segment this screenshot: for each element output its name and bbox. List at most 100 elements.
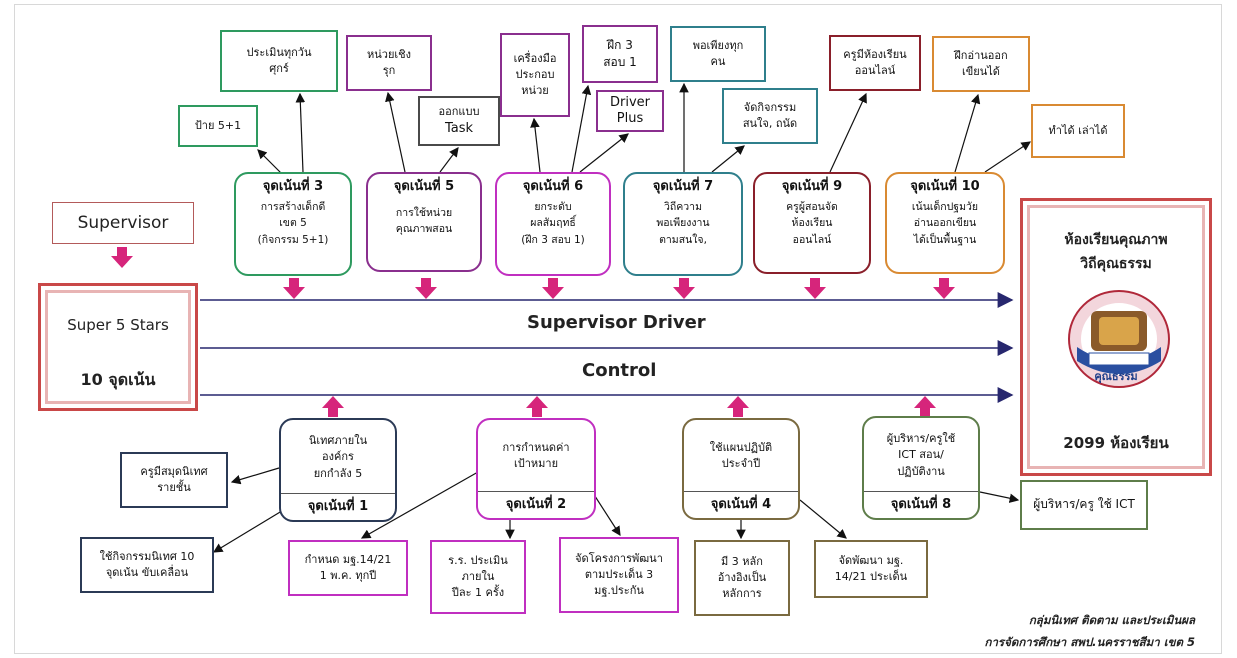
note-line: Task [444, 120, 474, 136]
focus-8-body: ผู้บริหาร/ครูใช้ICT สอน/ปฏิบัติงาน [887, 418, 955, 491]
note-line: ออนไลน์ [854, 64, 896, 77]
supervisor-label: Supervisor [77, 213, 169, 233]
focus-3-line-3: (กิจกรรม 5+1) [257, 233, 329, 246]
note-ict-use: ผู้บริหาร/ครู ใช้ ICT [1020, 480, 1148, 530]
note-line: ครูมีห้องเรียน [843, 48, 907, 62]
note-line: หน่วย [521, 83, 549, 97]
focus-9-line-1: ครูผู้สอนจัด [786, 201, 838, 214]
credit-line-2: การจัดการศึกษา สพป.นครราชสีมา เขต 5 [984, 635, 1195, 649]
note-line: หลักการ [722, 586, 762, 600]
focus-1-line-3: ยกกำลัง 5 [313, 466, 363, 480]
logo-caption: คุณธรรม [1094, 370, 1138, 383]
note-unit-tools: เครื่องมือประกอบหน่วย [500, 33, 570, 117]
note-line: ฝึกอ่านออก [954, 49, 1008, 63]
focus-10-line-3: ได้เป็นพื้นฐาน [913, 233, 977, 246]
note-line: สนใจ, ถนัด [742, 117, 798, 130]
link-focus8-ict [979, 491, 1020, 503]
note-can-do-can-tell: ทำได้ เล่าได้ [1031, 104, 1125, 158]
focus-9-line-2: ห้องเรียน [791, 217, 833, 230]
focus-4-body: ใช้แผนปฏิบัติประจำปี [710, 420, 772, 491]
supervisor-driver-label: Supervisor Driver [527, 312, 706, 333]
focus-4-line-2: ประจำปี [721, 457, 761, 471]
morality-logo-icon [1068, 290, 1170, 388]
note-line: คน [710, 55, 726, 68]
focus-bottom-arrow-4 [914, 396, 936, 417]
note-line: 14/21 ประเด็น [834, 570, 908, 583]
quality-room-box: ห้องเรียนคุณภาพ วิถีคุณธรรม คุณธรรม 2099… [1020, 198, 1212, 476]
focus-8-title: จุดเน้นที่ 8 [864, 490, 978, 519]
note-line: Plus [616, 111, 644, 126]
note-line: ทำได้ เล่าได้ [1048, 124, 1108, 138]
note-line: ผู้บริหาร/ครู ใช้ ICT [1033, 497, 1135, 512]
note-line: จัดกิจกรรม [743, 101, 797, 115]
focus-2-body: การกำหนดค่าเป้าหมาย [502, 420, 569, 491]
note-line: อ้างอิงเป็น [717, 571, 767, 585]
focus-4-title: จุดเน้นที่ 4 [684, 490, 798, 519]
note-line: ปีละ 1 ครั้ง [451, 585, 505, 599]
focus-10-title: จุดเน้นที่ 10 [910, 179, 980, 194]
note-activities-interest: จัดกิจกรรมสนใจ, ถนัด [722, 88, 818, 144]
note-line: พอเพียงทุก [692, 39, 744, 53]
note-line: ตามประเด็น 3 [584, 568, 654, 582]
credit-line-1: กลุ่มนิเทศ ติดตาม และประเมินผล [1028, 613, 1195, 627]
note-line: เขียนได้ [962, 65, 1000, 78]
note-online-classroom: ครูมีห้องเรียนออนไลน์ [829, 35, 921, 91]
super5-inner [45, 290, 191, 404]
super5-title: Super 5 Stars [67, 316, 169, 334]
super5-sub: 10 จุดเน้น [80, 370, 156, 389]
focus-8-line-1: ผู้บริหาร/ครูใช้ [886, 431, 956, 445]
link-focus6-driver [579, 133, 629, 173]
focus-top-arrow-5 [804, 278, 826, 299]
focus-7-line-2: พอเพียงงาน [656, 217, 710, 230]
focus-1-title: จุดเน้นที่ 1 [281, 492, 395, 521]
link-focus6-practice [571, 84, 592, 173]
focus-6-box: จุดเน้นที่ 6 ยกระดับ ผลสัมฤทธิ์ (ฝึก 3 ส… [495, 172, 611, 276]
focus-2-box: การกำหนดค่าเป้าหมาย จุดเน้นที่ 2 [476, 418, 596, 520]
super5-box: Super 5 Stars 10 จุดเน้น [38, 283, 198, 411]
note-line: ป้าย 5+1 [194, 119, 242, 133]
link-focus10-reading [954, 93, 981, 173]
note-internal-assessment: ร.ร. ประเมินภายในปีละ 1 ครั้ง [430, 540, 526, 614]
image-frame [14, 4, 1222, 654]
focus-top-arrow-3 [542, 278, 564, 299]
focus-2-line-1: การกำหนดค่า [502, 440, 570, 454]
note-practice-reading: ฝึกอ่านออกเขียนได้ [932, 36, 1030, 92]
note-line: ครูมีสมุดนิเทศ [140, 465, 208, 479]
note-line: Driver [609, 94, 650, 110]
note-line: ใช้กิจกรรมนิเทศ 10 [99, 550, 195, 564]
focus-7-line-1: วิถีความ [664, 201, 702, 214]
focus-6-title: จุดเน้นที่ 6 [522, 179, 584, 194]
focus-10-box: จุดเน้นที่ 10 เน้นเด็กปฐมวัย อ่านออกเขีย… [885, 172, 1005, 274]
link-focus10-tell [984, 141, 1031, 173]
supervisor-down-arrow [111, 247, 133, 268]
note-line: หน่วยเชิง [367, 48, 411, 62]
note-line: สอบ 1 [603, 55, 637, 69]
focus-1-body: นิเทศภายในองค์กรยกกำลัง 5 [309, 420, 367, 493]
focus-top-arrow-6 [933, 278, 955, 299]
note-line: รุก [382, 64, 396, 77]
focus-9-box: จุดเน้นที่ 9 ครูผู้สอนจัด ห้องเรียน ออนไ… [753, 172, 871, 274]
quality-room-count: 2099 ห้องเรียน [1063, 434, 1169, 452]
focus-6-line-3: (ฝึก 3 สอบ 1) [521, 233, 585, 246]
control-label: Control [582, 360, 657, 381]
focus-top-arrow-1 [283, 278, 305, 299]
focus-bottom-arrow-1 [322, 396, 344, 417]
focus-8-line-3: ปฏิบัติงาน [897, 464, 945, 478]
note-line: มฐ.ประกัน [594, 583, 644, 597]
focus-10-line-1: เน้นเด็กปฐมวัย [911, 201, 979, 214]
note-line: กำหนด มฐ.14/21 [304, 553, 392, 567]
quality-room-title-1: ห้องเรียนคุณภาพ [1064, 232, 1168, 248]
note-line: ศุกร์ [269, 62, 289, 75]
supervisor-box: Supervisor [52, 202, 194, 244]
link-focus2-standards [360, 471, 479, 539]
note-line: ภายใน [461, 570, 495, 584]
note-line: 1 พ.ค. ทุกปี [319, 569, 377, 582]
focus-5-line-2: คุณภาพสอน [395, 223, 453, 236]
note-line: เครื่องมือ [513, 52, 557, 66]
note-assess-friday: ประเมินทุกวันศุกร์ [220, 30, 338, 92]
note-set-standards: กำหนด มฐ.14/21 1 พ.ค. ทุกปี [288, 540, 408, 596]
